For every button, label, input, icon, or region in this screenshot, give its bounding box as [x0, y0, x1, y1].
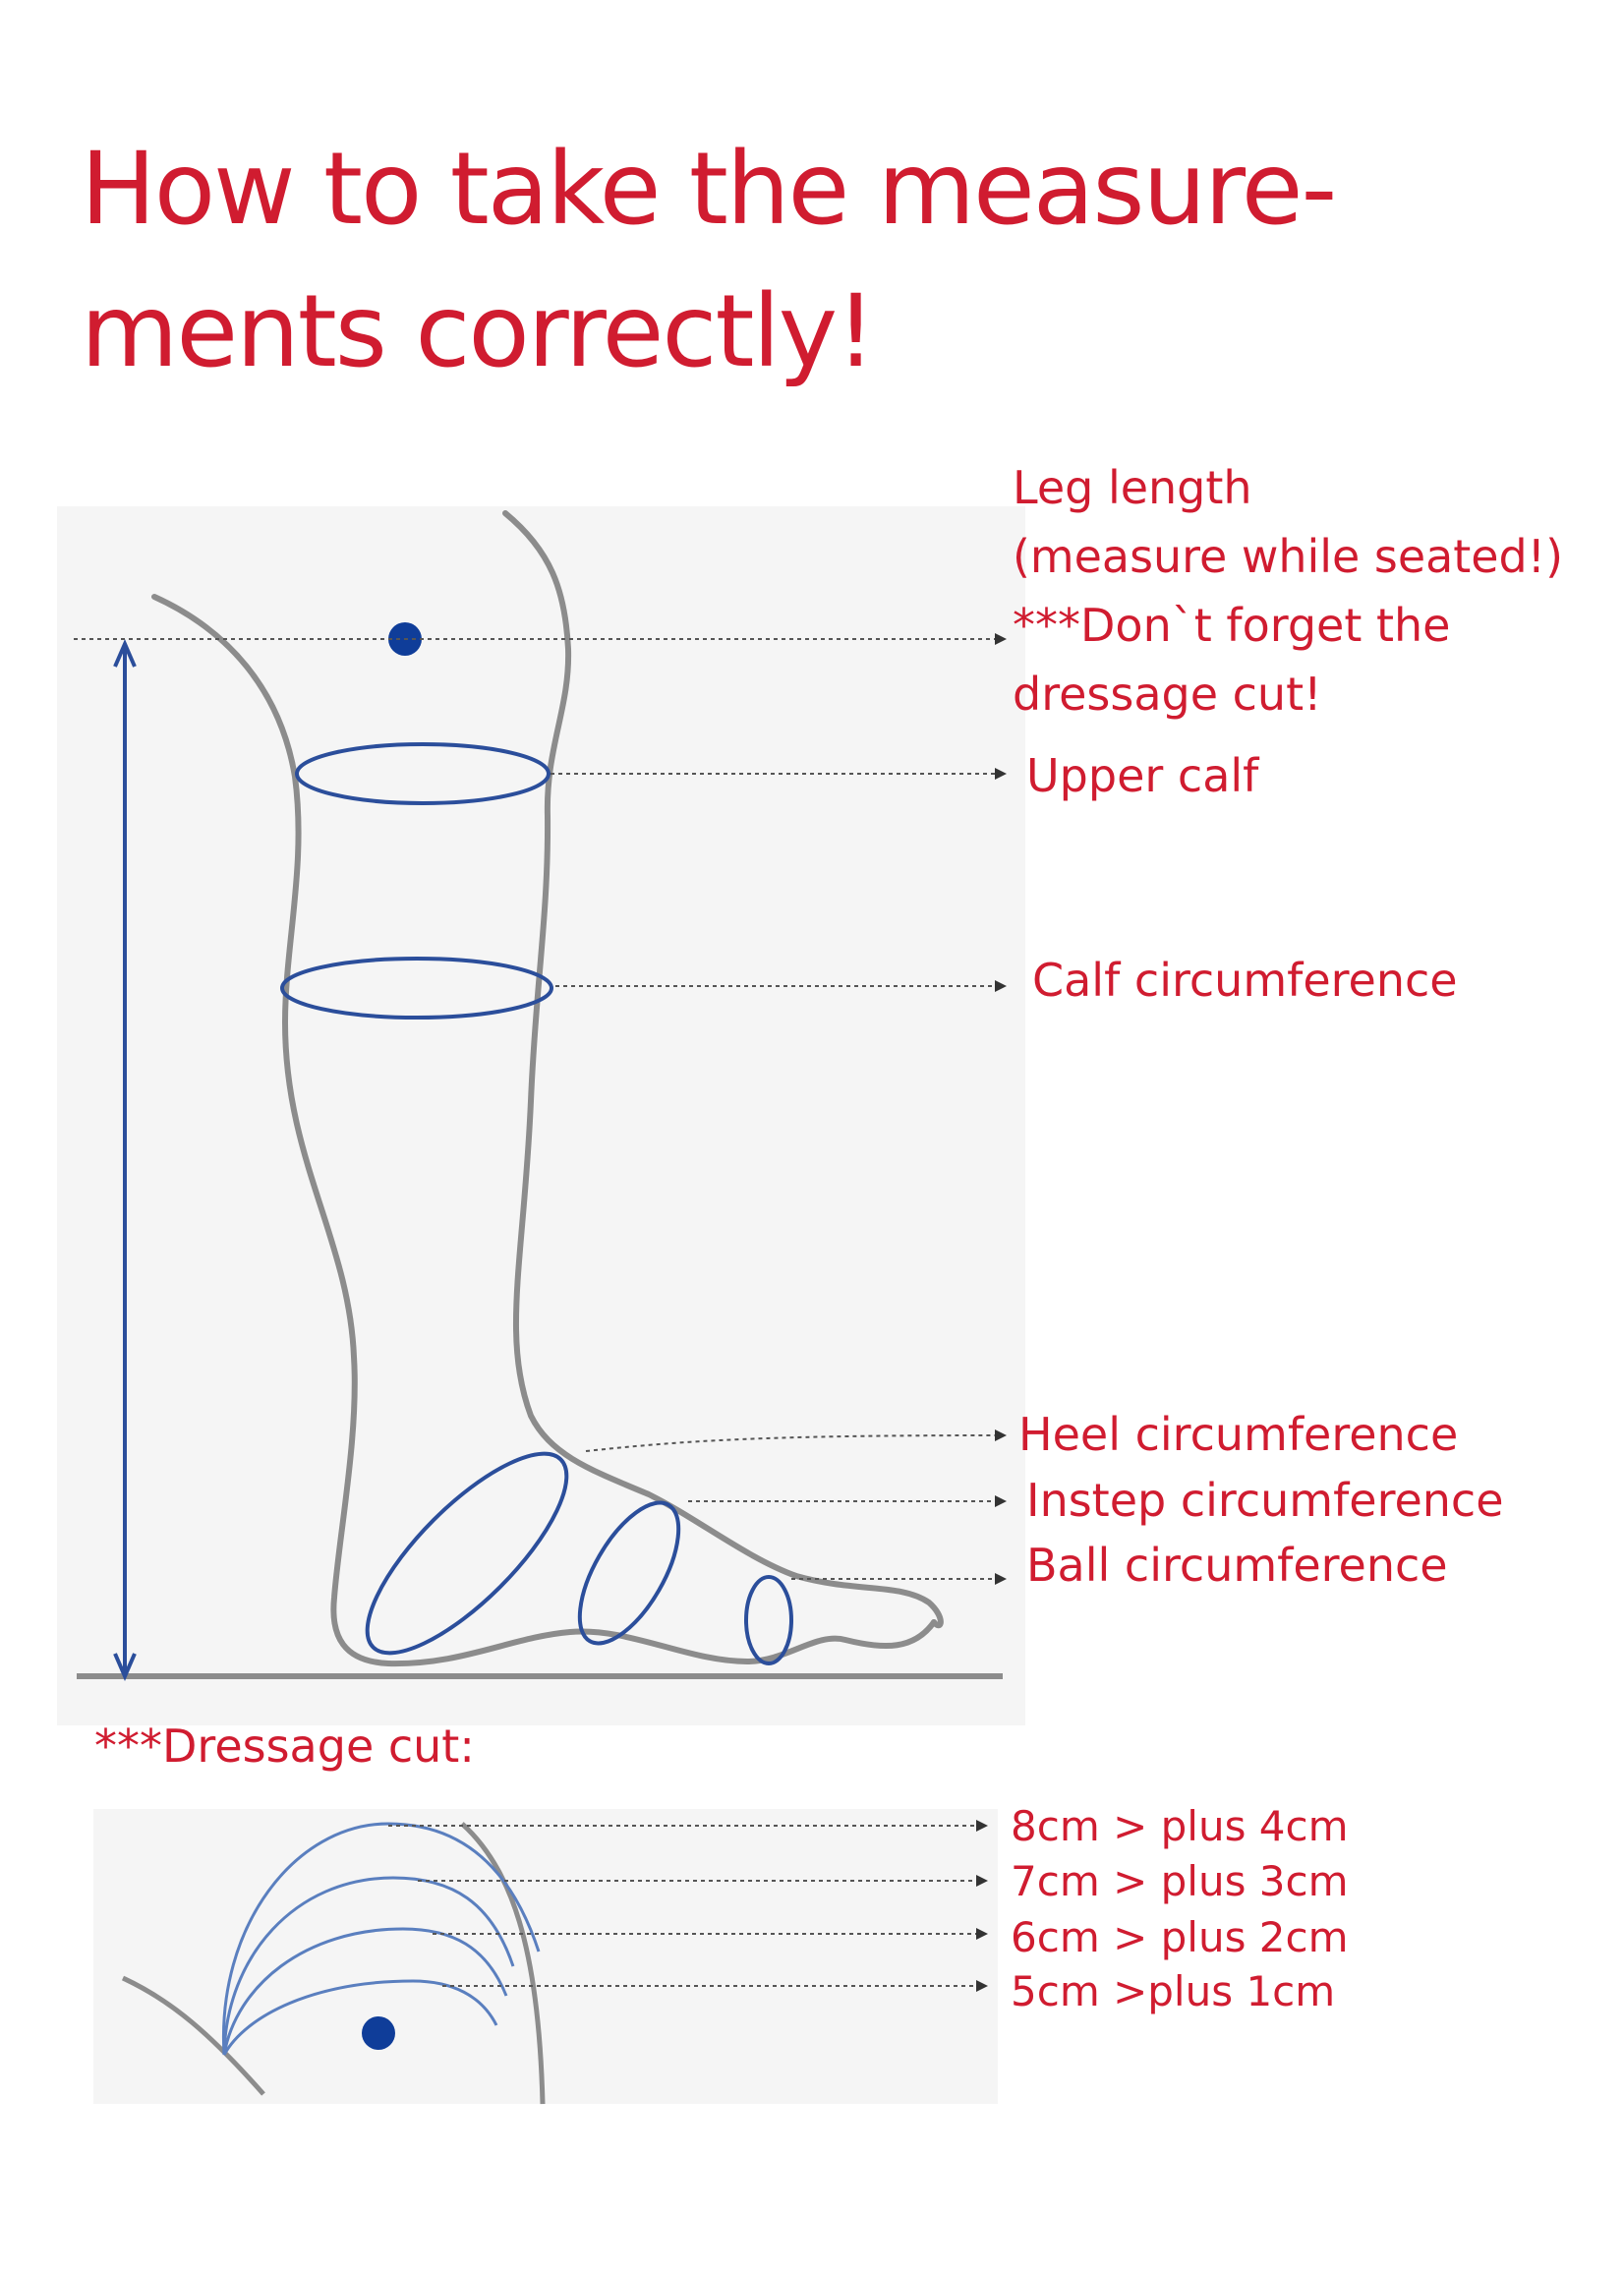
leader-lines: [74, 638, 1003, 1580]
dressage-leader-arrowheads: [976, 1820, 988, 1992]
leg-length-label: Leg length (measure while seated!) ***Do…: [1013, 461, 1563, 721]
dressage-knee-marker: [362, 2016, 395, 2050]
leg-length-line-1: Leg length: [1013, 461, 1252, 514]
title-line-1: How to take the measure-: [81, 131, 1337, 248]
dressage-arc-6cm: [222, 1927, 508, 2056]
upper-calf-ring: [295, 742, 551, 805]
dressage-rows: 8cm > plus 4cm 7cm > plus 3cm 6cm > plus…: [1011, 1802, 1349, 2015]
heel-circumference-label: Heel circumference: [1018, 1408, 1458, 1461]
calf-circumference-label: Calf circumference: [1032, 954, 1458, 1007]
upper-calf-label: Upper calf: [1026, 749, 1260, 802]
dressage-leg-outline: [121, 1975, 265, 2096]
leg-length-line-3: ***Don`t forget the: [1013, 599, 1450, 652]
leg-length-arrow: [113, 638, 137, 1682]
dressage-panel-background: [93, 1809, 998, 2104]
heel-ring: [365, 1451, 569, 1656]
leg-outline: [151, 510, 944, 1667]
dressage-row-8cm: 8cm > plus 4cm: [1011, 1802, 1349, 1850]
page-title: How to take the measure- ments correctly…: [81, 118, 1555, 403]
dressage-cut-heading: ***Dressage cut:: [94, 1720, 475, 1773]
instep-circumference-label: Instep circumference: [1026, 1474, 1504, 1527]
dressage-row-5cm: 5cm >plus 1cm: [1011, 1967, 1335, 2015]
instep-ring: [577, 1500, 681, 1646]
heel-leader: [585, 1434, 996, 1452]
title-line-2: ments correctly!: [81, 273, 876, 390]
calf-ring: [280, 957, 553, 1020]
leader-arrowheads: [995, 633, 1007, 1585]
dressage-arc-7cm: [222, 1876, 515, 2056]
leg-length-line-2: (measure while seated!): [1013, 530, 1563, 583]
dressage-row-7cm: 7cm > plus 3cm: [1011, 1857, 1349, 1905]
dressage-arcs: [221, 1822, 541, 2056]
measurement-rings: [280, 742, 793, 1665]
dressage-arc-5cm: [222, 1979, 498, 2056]
dressage-arc-8cm: [221, 1822, 541, 2056]
leg-panel-background: [57, 506, 1025, 1725]
dressage-row-6cm: 6cm > plus 2cm: [1011, 1913, 1349, 1961]
ball-circumference-label: Ball circumference: [1026, 1539, 1448, 1592]
leg-length-line-4: dressage cut!: [1013, 668, 1322, 721]
ball-ring: [744, 1575, 793, 1665]
dressage-leader-lines: [388, 1825, 978, 1987]
dressage-diagram: [121, 1822, 546, 2105]
dressage-leg-outline-right: [460, 1822, 546, 2105]
